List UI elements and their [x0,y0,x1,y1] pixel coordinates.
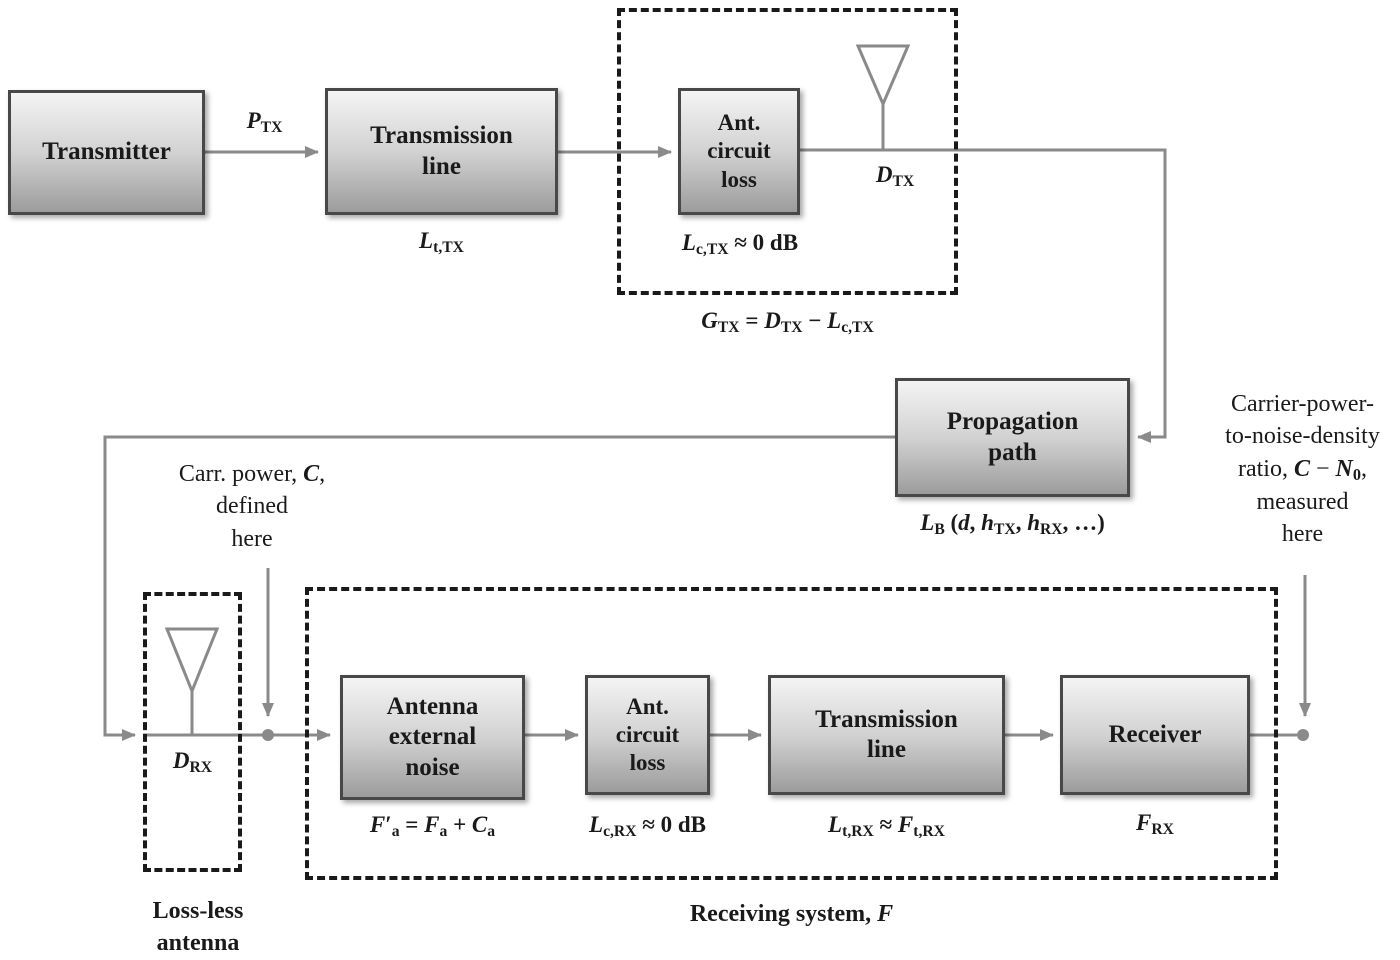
label-fa-equation: F′a = Fa + Ca [369,812,496,840]
label-lb: LB (d, hTX, hRX, …) [920,510,1105,538]
label-lc-rx: Lc,RX ≈ 0 dB [589,812,706,840]
tx-antenna-icon [855,44,911,108]
label-lc-tx: Lc,TX ≈ 0 dB [681,230,799,258]
annotation-receiving-system: Receiving system, F [689,901,894,927]
label-ptx: PTX [246,108,283,136]
lossless-antenna-group-box [143,592,242,872]
cn0-measure-dot [1297,729,1309,741]
wire-txantenna-to-propagation [800,148,1167,443]
node-transmitter: Transmitter [8,90,205,215]
rx-antenna-icon [164,627,220,696]
carrier-power-tap-dot [262,729,274,741]
label-frx: FRX [1136,810,1174,838]
label-dtx: DTX [875,162,915,190]
label-gtx-equation: GTX = DTX − Lc,TX [701,308,874,336]
label-lt-rx: Lt,RX ≈ Ft,RX [828,812,945,840]
wire-propagation-to-rxantenna [103,435,895,741]
label-lt-tx: Lt,TX [419,228,464,256]
receiving-system-group-box [305,587,1278,880]
tx-antenna-group-box [617,8,958,295]
node-receiver: Receiver [1060,675,1250,795]
label-drx: DRX [172,748,213,776]
